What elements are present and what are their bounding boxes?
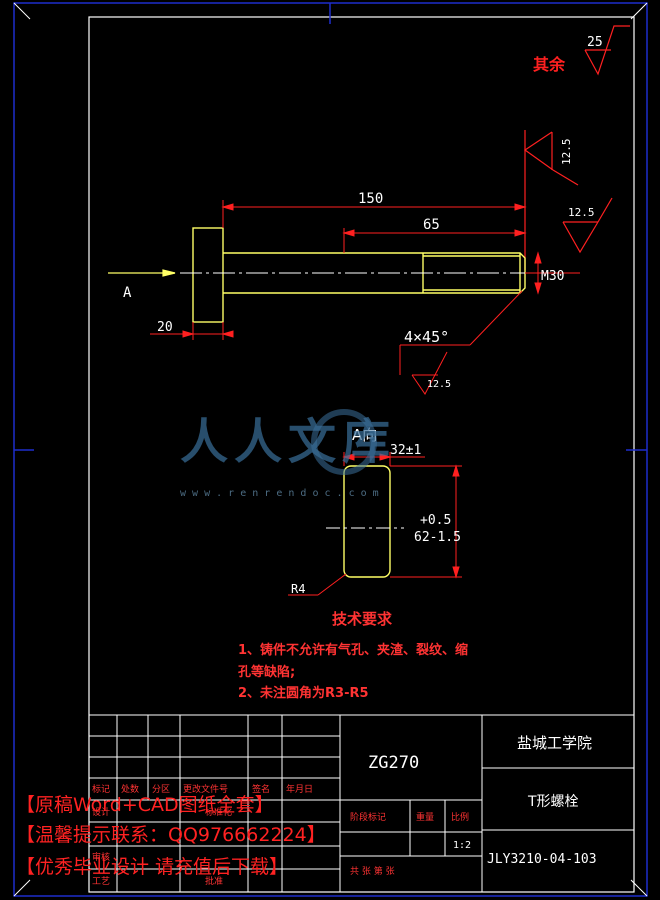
surface-finish-other-symbol	[584, 25, 630, 76]
watermark-logo-icon	[311, 409, 377, 475]
bolt-outline	[192, 227, 526, 323]
dim-height-lines	[390, 464, 462, 579]
tech-req-line1: 1、铸件不允许有气孔、夹渣、裂纹、缩	[238, 642, 468, 658]
surface-finish-end-symbol	[562, 197, 613, 254]
surface-finish-face-value: 12.5	[560, 139, 573, 166]
tb-material: ZG270	[368, 753, 419, 773]
tb-drawing-number: JLY3210-04-103	[487, 852, 597, 867]
surface-finish-other-label: 其余	[533, 55, 566, 74]
overlay-line-1: 【原稿Word+CAD图纸全套】	[16, 794, 274, 816]
title-block-lines	[88, 714, 635, 893]
dim-width-lines	[342, 452, 425, 466]
watermark: 人人文库 w w w . r e n r e n d o c . c o m	[178, 400, 478, 500]
tb-approve-label: 批准	[205, 875, 223, 887]
thread-spec: M30	[541, 269, 564, 284]
tb-header-mark: 标记	[92, 783, 110, 795]
watermark-url: w w w . r e n r e n d o c . c o m	[180, 488, 379, 499]
tb-stage-mark-label: 阶段标记	[350, 811, 386, 823]
tb-weight-label: 重量	[416, 811, 434, 823]
dim-thread-length: 65	[423, 217, 440, 233]
overlay-line-3: 【优秀毕业设计 请充值后下载】	[16, 856, 289, 878]
a-view-outline	[343, 465, 391, 578]
tb-review-label: 审核	[92, 851, 110, 863]
dim-head-thickness: 20	[157, 320, 173, 335]
tb-header-count: 处数	[121, 783, 139, 795]
chamfer-spec: 4×45°	[404, 328, 449, 346]
surface-finish-end-value: 12.5	[568, 206, 595, 219]
tb-school: 盐城工学院	[517, 734, 592, 752]
dim-thread-length-lines	[342, 228, 527, 253]
tech-req-title: 技术要求	[332, 610, 393, 628]
surface-finish-face-symbol	[523, 130, 579, 270]
dim-width: 32±1	[390, 443, 421, 458]
dim-total-length: 150	[358, 191, 383, 207]
tb-scale-label: 比例	[451, 811, 469, 823]
tb-standardize-label: 标准化	[205, 806, 232, 818]
dim-total-length-lines	[221, 200, 527, 228]
overlay-line-2: 【温馨提示联系：QQ976662224】	[16, 824, 326, 846]
view-arrow-label: A	[123, 285, 132, 301]
center-ticks	[14, 3, 647, 451]
view-arrow	[108, 269, 176, 277]
watermark-brand: 人人文库	[180, 414, 396, 470]
tb-sheets-label: 共 张 第 张	[350, 865, 395, 877]
tech-req-line3: 2、未注圆角为R3-R5	[238, 685, 369, 701]
dim-height-lower: 62-1.5	[414, 530, 461, 545]
tb-process-label: 工艺	[92, 876, 110, 887]
thread-spec-lines	[525, 251, 580, 295]
tb-header-signature: 签名	[252, 783, 270, 795]
corner-radius: R4	[291, 582, 305, 596]
tb-header-change-doc: 更改文件号	[183, 783, 228, 795]
chamfer-leader	[399, 290, 523, 395]
corner-radius-leader	[288, 573, 347, 596]
tb-header-date: 年月日	[286, 783, 313, 795]
tech-req-line2: 孔等缺陷;	[238, 664, 295, 680]
tb-design-label: 设计	[92, 806, 110, 818]
surface-finish-other-value: 25	[587, 35, 603, 50]
tb-header-zone: 分区	[152, 784, 170, 795]
dim-height-upper: +0.5	[420, 513, 451, 528]
surface-finish-chamfer-value: 12.5	[427, 379, 451, 390]
tb-part-name: T形螺栓	[527, 794, 579, 810]
tb-scale-value: 1:2	[453, 840, 471, 851]
dim-head-thickness-lines	[150, 322, 234, 340]
